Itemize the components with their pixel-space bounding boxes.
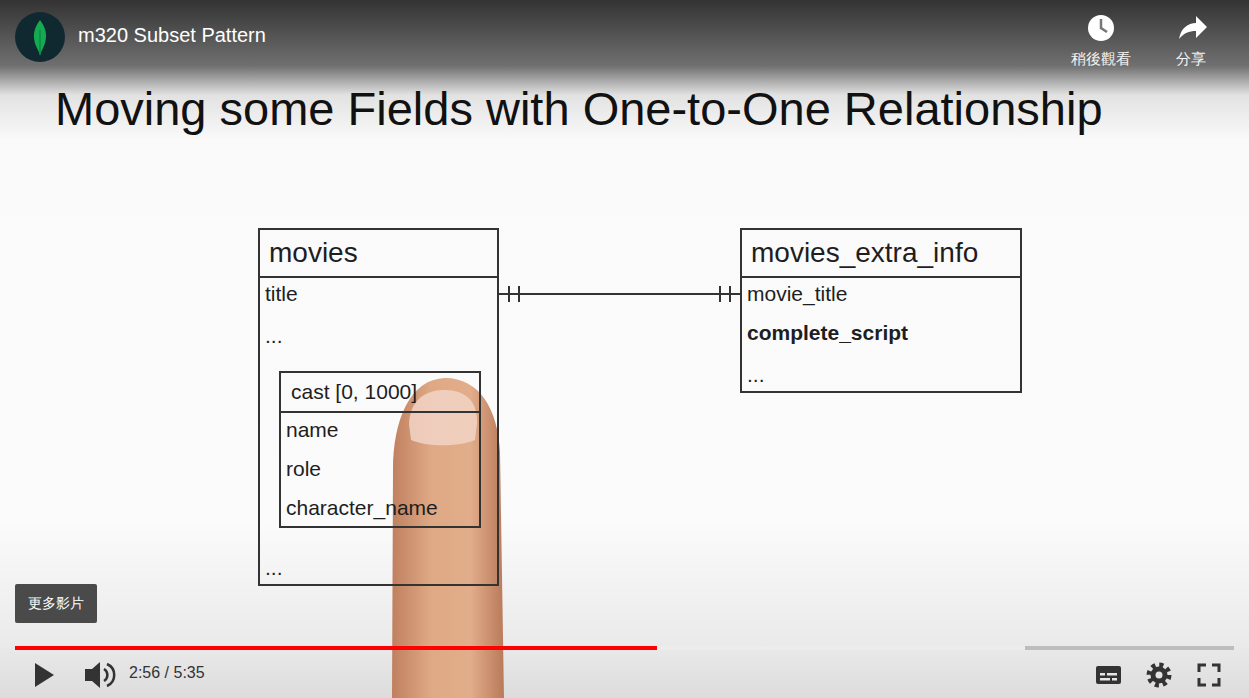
entity-name: cast [0, 1000] [291, 373, 417, 411]
cardinality-bar [518, 286, 520, 302]
entity-box: moviestitle......cast [0, 1000]namerolec… [258, 228, 499, 586]
entity-name: movies [269, 230, 358, 276]
settings-icon [1149, 665, 1169, 685]
fullscreen-icon [1199, 665, 1219, 685]
time-display: 2:56 / 5:35 [129, 664, 205, 682]
channel-logo [15, 12, 65, 62]
connector-line [499, 293, 740, 295]
volume-icon [85, 662, 114, 688]
slide-title: Moving some Fields with One-to-One Relat… [55, 82, 1103, 136]
field-name: movie_title [747, 282, 847, 306]
header-divider [260, 276, 497, 278]
field-name: name [286, 418, 339, 442]
field-name: ... [265, 324, 283, 348]
cardinality-bar [719, 286, 721, 302]
entity-name: movies_extra_info [751, 230, 978, 276]
more-videos-button: 更多影片 [15, 584, 97, 623]
header-divider [742, 276, 1020, 278]
field-name: role [286, 457, 321, 481]
relationship-connector [499, 286, 740, 302]
watch-later-label: 稍後觀看 [1071, 50, 1131, 67]
field-name: ... [265, 556, 283, 580]
field-name: complete_script [747, 321, 908, 345]
entity-box: movies_extra_info movie_title complete_scr… [740, 228, 1022, 393]
field-name: character_name [286, 496, 438, 520]
cardinality-bar [508, 286, 510, 302]
subtitles-icon [1096, 666, 1121, 684]
watch-later-icon [1088, 15, 1114, 41]
share-label: 分享 [1176, 50, 1206, 67]
field-name: title [265, 282, 298, 306]
cardinality-bar [729, 286, 731, 302]
header-divider [281, 411, 479, 413]
share-icon [1179, 16, 1207, 39]
entity-box: cast [0, 1000] name role character_name [279, 371, 481, 528]
video-title: m320 Subset Pattern [78, 24, 266, 47]
progress-bar [15, 646, 1234, 650]
field-name: ... [747, 363, 765, 387]
play-icon [35, 663, 54, 687]
